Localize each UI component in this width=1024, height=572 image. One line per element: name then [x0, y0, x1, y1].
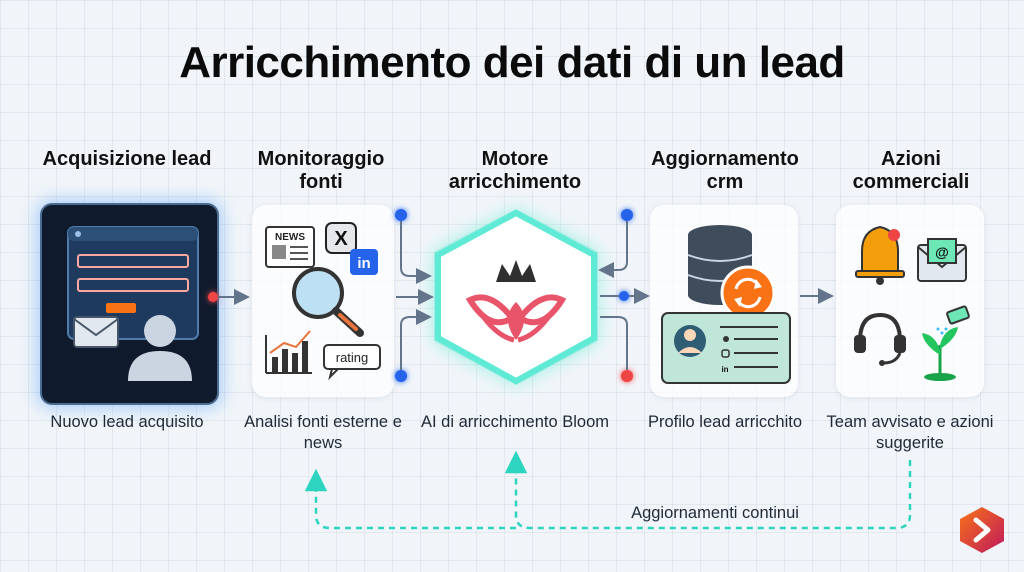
linkedin-text: in: [357, 255, 370, 272]
crm-update-card: in: [650, 205, 798, 397]
stage-label-aggiornamento: Aggiornamento crm: [651, 148, 799, 193]
rating-text: rating: [336, 350, 369, 365]
stage-label-azioni: Azioni commerciali: [852, 148, 970, 193]
connector-node-red: [208, 292, 218, 302]
stage-label-acquisizione: Acquisizione lead: [42, 148, 212, 170]
connector-node-blue: [621, 209, 633, 221]
bell-icon: [855, 225, 905, 285]
feedback-loop-right: [504, 450, 912, 530]
brand-logo-icon: [960, 507, 1004, 553]
linkedin-icon: in: [350, 249, 378, 275]
news-icon: NEWS: [265, 226, 315, 268]
stage-desc-acquisizione: Nuovo lead acquisito: [50, 413, 204, 431]
source-monitoring-card: NEWS X in: [252, 205, 394, 397]
linkedin-small-text: in: [721, 365, 728, 374]
enrichment-engine-hexagon: [434, 209, 598, 385]
profile-card-icon: in: [661, 312, 791, 384]
magnifier-icon: [292, 267, 364, 337]
at-text: @: [935, 244, 949, 260]
email-icon: @: [917, 238, 967, 282]
connector-node-blue: [395, 370, 407, 382]
headset-icon: [854, 312, 906, 366]
lead-form-icon: [67, 226, 199, 381]
stage-label-motore: Motore arricchimento: [448, 148, 582, 193]
bar-chart-icon: [265, 330, 312, 374]
feedback-loop-left: [304, 468, 516, 530]
bloom-logo-icon: [465, 260, 567, 343]
sync-icon: [720, 265, 776, 321]
arrow-4-3-top: [598, 221, 628, 278]
new-lead-card: [40, 203, 219, 405]
sales-actions-card: @: [836, 205, 984, 397]
news-label: NEWS: [275, 232, 305, 243]
envelope-icon: [73, 316, 119, 348]
stage-desc-motore: AI di arricchimento Bloom: [421, 413, 609, 431]
rating-bubble-icon: rating: [323, 344, 381, 381]
connector-node-blue: [395, 209, 407, 221]
arrow-2-3-bottom: [400, 309, 432, 370]
page-title: Arricchimento dei dati di un lead: [179, 38, 845, 87]
user-icon: [128, 315, 192, 381]
feedback-loop-label: Aggiornamenti continui: [631, 504, 799, 522]
stage-desc-aggiornamento: Profilo lead arricchito: [647, 413, 803, 431]
stage-label-monitoraggio: Monitoraggio fonti: [257, 148, 385, 193]
connector-3-4-bottom: [600, 316, 628, 370]
plant-icon: [922, 305, 970, 381]
connector-node-red: [621, 370, 633, 382]
x-logo-icon: X: [325, 222, 357, 254]
arrow-2-3-top: [400, 221, 432, 284]
connector-node-blue: [619, 291, 629, 301]
x-logo-text: X: [334, 228, 348, 250]
stage-desc-monitoraggio: Analisi fonti esterne e news: [244, 413, 402, 452]
stage-desc-azioni: Team avvisato e azioni suggerite: [826, 413, 994, 452]
